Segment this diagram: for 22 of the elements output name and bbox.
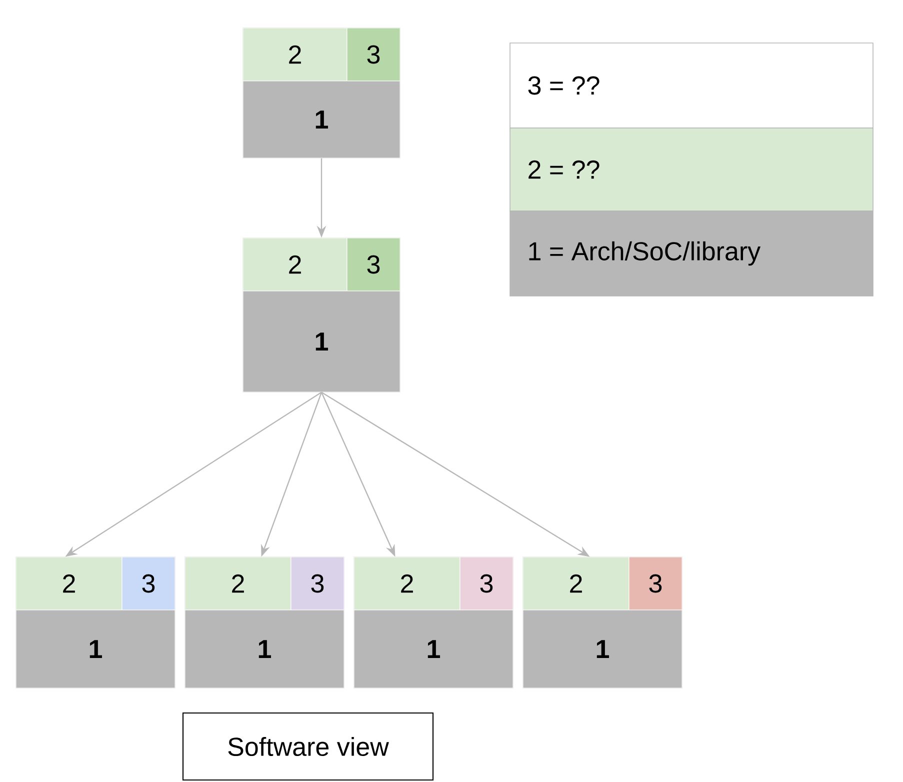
layer-cell: 3	[290, 556, 344, 610]
layer-cell: 1	[184, 610, 344, 688]
layer-cell: 2	[522, 556, 630, 610]
layer-cell: 3	[628, 556, 682, 610]
legend-text: 3 = ??	[528, 76, 600, 95]
legend-text: 2 = ??	[528, 160, 600, 179]
layer-cell: 3	[460, 556, 514, 610]
layer-cell: 2	[242, 238, 348, 292]
layer-cell: 1	[16, 610, 176, 688]
layer-cell: 2	[16, 556, 122, 610]
layer-cell: 2	[242, 28, 348, 82]
caption-box: Software view	[182, 712, 434, 781]
layer-cell: 1	[354, 610, 514, 688]
layer-cell: 1	[242, 290, 400, 392]
layer-cell: 1	[242, 80, 400, 158]
layer-cell: 3	[346, 28, 400, 82]
layer-cell: 3	[346, 238, 400, 292]
layer-cell: 1	[522, 610, 682, 688]
layer-cell: 2	[184, 556, 292, 610]
legend-text: 1 = Arch/SoC/library	[529, 241, 761, 266]
layer-cell: 3	[122, 556, 176, 610]
layer-cell: 2	[354, 556, 460, 610]
